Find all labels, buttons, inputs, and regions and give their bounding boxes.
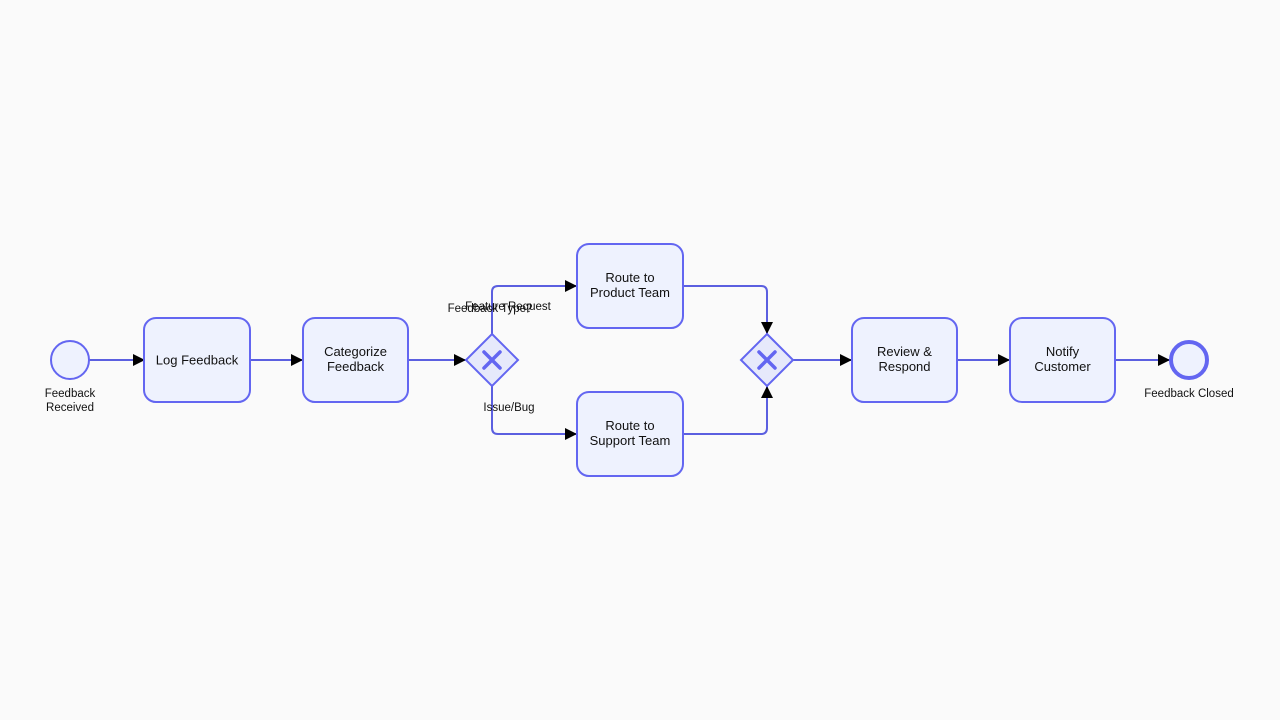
start-event-label-line2: Received [46, 402, 94, 414]
task-label: Route to [605, 270, 654, 285]
task-label: Review & [877, 344, 932, 359]
sequence-flows [89, 280, 1170, 440]
task-log-feedback[interactable]: Log Feedback [143, 317, 251, 403]
task-notify-customer[interactable]: Notify Customer [1009, 317, 1116, 403]
task-label: Categorize [324, 344, 387, 359]
task-route-product-team[interactable]: Route to Product Team [576, 243, 684, 329]
end-event-label: Feedback Closed [1144, 388, 1234, 400]
flow-split-to-product [491, 280, 577, 334]
task-label-line2: Respond [878, 359, 930, 374]
task-label: Log Feedback [156, 353, 239, 368]
flow-label-feature-request: Feature Request [465, 301, 551, 313]
task-label: Route to [605, 418, 654, 433]
gateway-merge[interactable] [739, 332, 795, 388]
start-event[interactable] [50, 340, 90, 380]
flow-product-to-merge [683, 285, 773, 334]
task-label: Notify [1046, 344, 1080, 359]
flow-split-to-support [491, 386, 577, 440]
task-label-line2: Support Team [590, 433, 671, 448]
x-icon [757, 350, 777, 370]
task-categorize-feedback[interactable]: Categorize Feedback [302, 317, 409, 403]
task-route-support-team[interactable]: Route to Support Team [576, 391, 684, 477]
task-label-line2: Customer [1034, 359, 1091, 374]
task-label-line2: Feedback [327, 359, 385, 374]
gateway-feedback-type-label: Feedback Type? [448, 303, 533, 315]
task-label-line2: Product Team [590, 285, 670, 300]
flow-label-issue-bug: Issue/Bug [483, 402, 534, 414]
task-review-respond[interactable]: Review & Respond [851, 317, 958, 403]
x-icon [482, 350, 502, 370]
end-event[interactable] [1169, 340, 1209, 380]
flow-support-to-merge [683, 386, 773, 435]
gateway-feedback-type[interactable] [464, 332, 520, 388]
start-event-label: Feedback [45, 388, 96, 400]
